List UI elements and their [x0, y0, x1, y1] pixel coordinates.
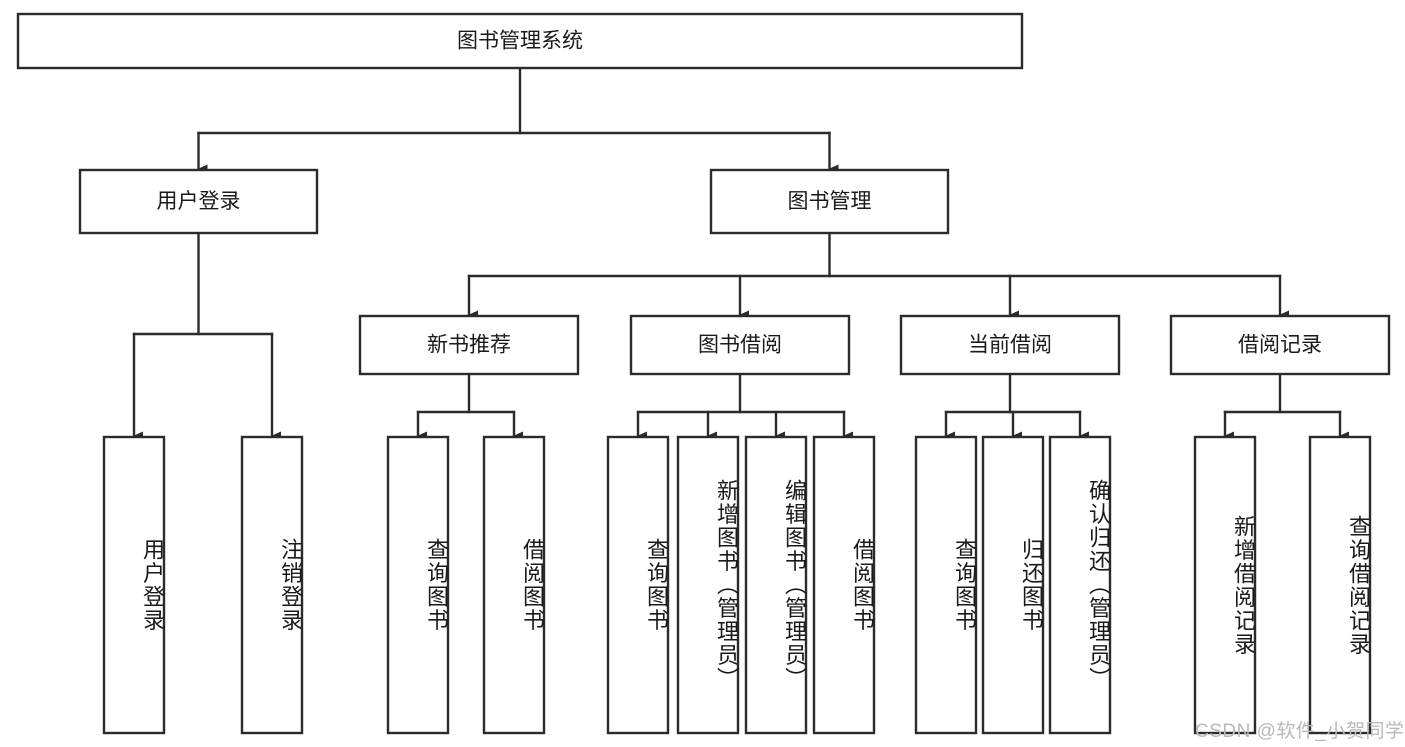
node-label-root: 图书管理系统 — [457, 30, 583, 53]
node-label-new-book-recommend: 新书推荐 — [427, 334, 511, 357]
node-box-leaf-add-borrow-record[interactable] — [1193, 435, 1257, 735]
node-label-borrow-record: 借阅记录 — [1238, 334, 1322, 357]
node-box-leaf-add-book-admin[interactable] — [676, 435, 740, 735]
node-box-leaf-borrow-book-2[interactable] — [812, 435, 876, 735]
node-label-book-borrow: 图书借阅 — [698, 334, 782, 357]
node-box-leaf-query-book-2[interactable] — [606, 435, 670, 735]
node-box-leaf-query-book-3[interactable] — [914, 435, 978, 735]
csdn-watermark: CSDN @软件_小贺同学 — [1195, 721, 1405, 742]
node-box-book-management[interactable] — [709, 168, 950, 235]
node-label-current-borrow: 当前借阅 — [968, 334, 1052, 357]
node-box-leaf-return-book[interactable] — [981, 435, 1045, 735]
node-box-borrow-record[interactable] — [1169, 314, 1391, 376]
node-box-new-book-recommend[interactable] — [358, 314, 580, 376]
node-label-user-login: 用户登录 — [157, 190, 241, 213]
node-box-leaf-logout[interactable] — [240, 435, 304, 735]
node-box-user-login[interactable] — [78, 168, 319, 235]
node-box-book-borrow[interactable] — [629, 314, 851, 376]
node-boxes — [16, 12, 1391, 735]
node-box-leaf-query-borrow-record[interactable] — [1308, 435, 1372, 735]
connector-edges — [132, 66, 1349, 441]
node-box-leaf-user-login[interactable] — [102, 435, 166, 735]
node-label-book-management: 图书管理 — [788, 190, 872, 213]
node-box-leaf-query-book-1[interactable] — [386, 435, 450, 735]
node-box-leaf-confirm-return-admin[interactable] — [1048, 435, 1112, 735]
node-box-leaf-borrow-book-1[interactable] — [482, 435, 546, 735]
node-box-leaf-edit-book-admin[interactable] — [744, 435, 808, 735]
node-box-current-borrow[interactable] — [899, 314, 1121, 376]
node-box-root[interactable] — [16, 12, 1024, 70]
